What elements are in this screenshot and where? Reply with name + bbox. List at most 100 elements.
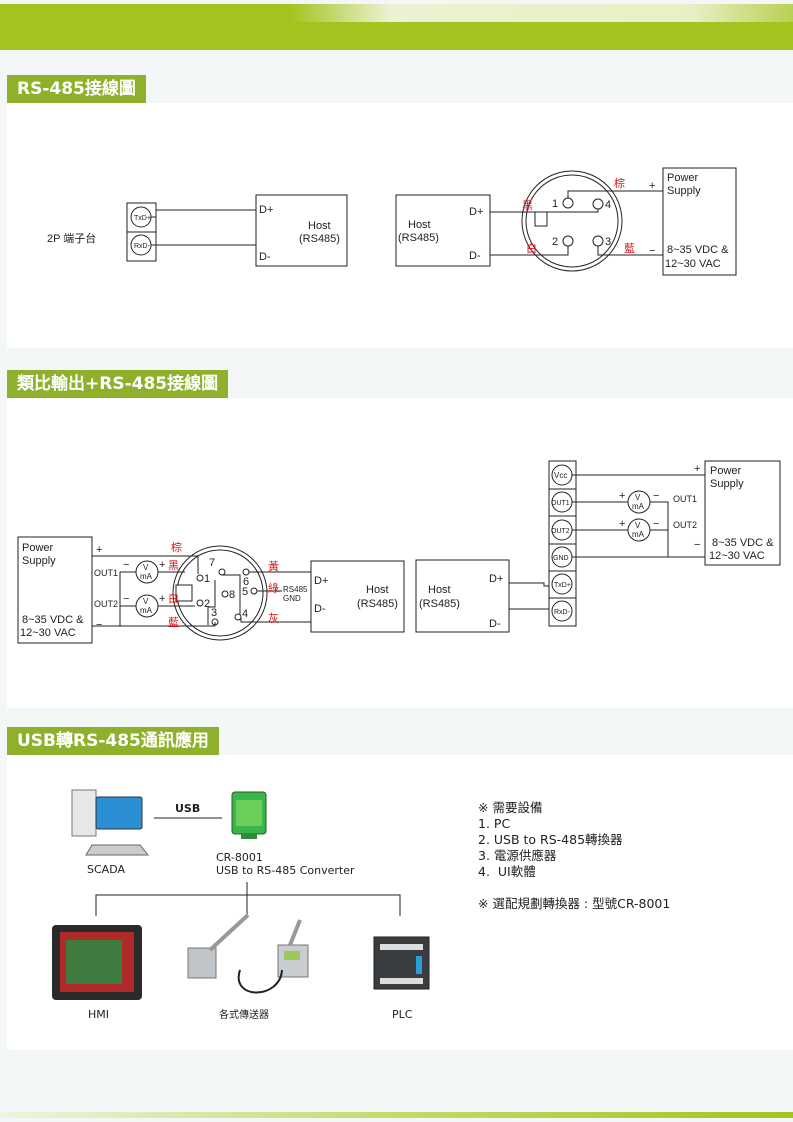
note-line: 2. USB to RS-485轉換器 (478, 832, 623, 847)
supply-label: Supply (667, 185, 701, 197)
meter-v: V (635, 521, 641, 530)
pin-5: 5 (242, 586, 248, 598)
diagram-2p-terminal: 2P 端子台 TxD+ RxD- D+ D- Host (RS485) (47, 194, 348, 267)
dminus-label: D- (314, 603, 326, 615)
pin-1: 1 (204, 573, 210, 585)
voltage-ac: 12~30 VAC (665, 258, 721, 270)
wire-yellow: 黃 (268, 560, 279, 573)
hmi-icon (52, 925, 142, 1000)
voltage-dc: 8~35 VDC & (22, 614, 84, 626)
pin-2: 2 (204, 598, 210, 610)
minus-sign: − (653, 518, 659, 530)
host-box-3 (310, 560, 405, 633)
terminal-txd: TxD+ (554, 582, 571, 589)
wire-blue: 藍 (168, 616, 179, 629)
meter-ma: mA (140, 572, 153, 581)
dplus-label: D+ (489, 573, 503, 585)
supply-label: Supply (710, 478, 744, 490)
dminus-label: D- (259, 251, 271, 263)
meter-1 (627, 490, 651, 514)
host-sub-label: (RS485) (299, 233, 340, 245)
usb-label: USB (175, 802, 200, 815)
terminal-label: 2P 端子台 (47, 231, 96, 245)
host-sub-label: (RS485) (357, 598, 398, 610)
out1-label: OUT1 (94, 568, 118, 578)
meter-v: V (635, 493, 641, 502)
panel-analog-wiring (7, 398, 793, 708)
plc-label: PLC (392, 1008, 413, 1021)
note-line: ※ 需要設備 (478, 800, 543, 815)
host-label: Host (308, 220, 331, 232)
voltage-dc: 8~35 VDC & (712, 537, 774, 549)
converter-icon (231, 791, 267, 839)
host-box-2 (395, 194, 491, 267)
out2-label: OUT2 (673, 520, 697, 530)
plc-icon (373, 936, 430, 990)
converter-name: USB to RS-485 Converter (216, 864, 355, 877)
section-title-usb: USB轉RS-485通訊應用 (7, 727, 219, 755)
note-line: 4. UI軟體 (478, 864, 536, 879)
note-line: ※ 選配規劃轉換器 : 型號CR-8001 (478, 896, 671, 911)
plus-sign: + (159, 593, 165, 605)
terminal-vcc: Vcc (554, 471, 567, 480)
terminal-out1: OUT1 (551, 500, 570, 507)
plus-sign: + (619, 490, 625, 502)
wire-black: 黑 (168, 559, 179, 572)
header-banner (0, 4, 793, 50)
dplus-label: D+ (314, 575, 328, 587)
pin-2: 2 (552, 236, 558, 248)
terminal-gnd: GND (553, 555, 569, 562)
plus-sign: + (96, 544, 102, 556)
diagram-8pin-connector: Power Supply 8~35 VDC & 12~30 VAC + OUT1… (17, 536, 405, 644)
scada-label: SCADA (87, 863, 125, 876)
terminal-out2: OUT2 (551, 528, 570, 535)
dplus-label: D+ (259, 204, 273, 216)
rxd-label: RxD- (134, 243, 151, 250)
host-label: Host (428, 584, 451, 596)
plus-sign: + (649, 180, 655, 192)
terminal-rxd: RxD- (554, 609, 571, 616)
pc-icon (71, 789, 150, 856)
meter-2 (627, 518, 651, 542)
minus-sign: − (649, 245, 655, 257)
note-line (478, 880, 670, 896)
wire-gray: 灰 (268, 611, 279, 625)
diagram-6p-terminal: Host (RS485) D+ D- Vcc OUT1 OUT2 GND TxD… (415, 460, 781, 633)
minus-sign: − (694, 539, 700, 551)
out1-label: OUT1 (673, 494, 697, 504)
section-title-rs485: RS-485接線圖 (7, 75, 146, 103)
meter-ma: mA (632, 530, 645, 539)
transmitters-label: 各式傳送器 (219, 1008, 269, 1021)
voltage-dc: 8~35 VDC & (667, 244, 729, 256)
host-box-1 (255, 194, 348, 267)
voltage-ac: 12~30 VAC (709, 550, 765, 562)
dplus-label: D+ (469, 206, 483, 218)
footer-bar (0, 1112, 793, 1118)
minus-sign: − (653, 490, 659, 502)
txd-label: TxD+ (134, 215, 151, 222)
host-label: Host (366, 584, 389, 596)
out2-label: OUT2 (94, 599, 118, 609)
wire-white: 白 (526, 241, 537, 255)
minus-sign: − (96, 619, 102, 631)
supply-label: Supply (22, 555, 56, 567)
power-supply-box (662, 167, 737, 276)
meter-ma: mA (140, 606, 153, 615)
wire-blue: 藍 (624, 242, 635, 255)
power-label: Power (667, 172, 699, 184)
pin-6: 6 (243, 576, 249, 588)
pin-7: 7 (209, 557, 215, 569)
wire-black: 黑 (522, 199, 533, 212)
host-label: Host (408, 219, 431, 231)
hmi-label: HMI (88, 1008, 109, 1021)
note-line: 3. 電源供應器 (478, 848, 557, 863)
note-line: 1. PC (478, 816, 511, 831)
meter-ma: mA (632, 502, 645, 511)
equipment-notes: ※ 需要設備 1. PC 2. USB to RS-485轉換器 3. 電源供應… (478, 800, 670, 912)
meter-v: V (143, 597, 149, 606)
power-label: Power (710, 465, 742, 477)
wire-green: 綠 (268, 582, 279, 595)
power-supply-box (704, 460, 781, 566)
power-label: Power (22, 542, 54, 554)
diagram-4pin-connector: Host (RS485) D+ D- 1 4 2 3 棕 黑 白 藍 + − P… (395, 167, 737, 276)
